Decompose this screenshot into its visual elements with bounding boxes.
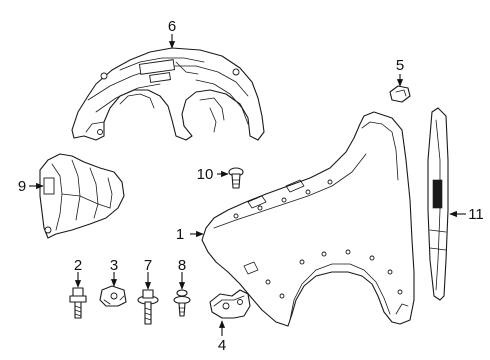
callout-6: 6 xyxy=(168,18,176,35)
bracket-4 xyxy=(209,289,251,319)
callout-2: 2 xyxy=(74,257,82,274)
bracket-5 xyxy=(389,85,411,103)
callout-7: 7 xyxy=(144,257,152,274)
callout-9: 9 xyxy=(18,178,26,195)
push-pin-clip xyxy=(228,167,244,189)
fender-seal-panel xyxy=(427,107,449,301)
callout-4: 4 xyxy=(218,337,226,354)
front-fender xyxy=(201,111,415,327)
splash-shield xyxy=(39,153,125,239)
fender-liner xyxy=(71,47,265,141)
callout-5: 5 xyxy=(396,57,404,74)
callout-labels: 1 2 3 4 5 6 7 8 9 10 11 xyxy=(18,18,484,354)
callout-3: 3 xyxy=(110,257,118,274)
callout-11: 11 xyxy=(468,206,484,223)
callout-1: 1 xyxy=(176,226,184,243)
callout-8: 8 xyxy=(178,257,186,274)
leader-lines xyxy=(29,34,466,336)
screw-8 xyxy=(173,289,191,317)
u-nut-clip-3 xyxy=(99,285,127,307)
bolt-7 xyxy=(137,289,159,325)
callout-10: 10 xyxy=(197,166,214,183)
bolt-2 xyxy=(69,287,87,319)
